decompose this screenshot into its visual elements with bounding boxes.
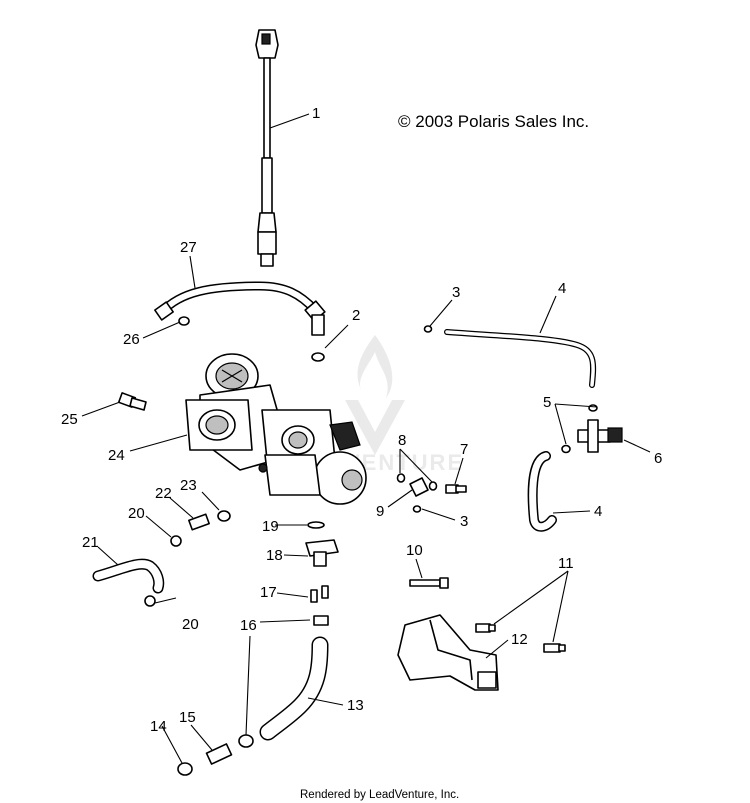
- callout-14: 14: [150, 718, 167, 735]
- part-27-oil-line: [154, 281, 326, 336]
- callout-16: 16: [240, 617, 257, 634]
- callout-2: 2: [352, 307, 360, 324]
- callout-23: 23: [180, 477, 197, 494]
- callout-5: 5: [543, 394, 551, 411]
- callout-8: 8: [398, 432, 406, 449]
- callout-24: 24: [108, 447, 125, 464]
- part-2-washer: [311, 352, 325, 362]
- part-16-clamp-lower: [238, 734, 254, 748]
- part-7-bolt: [445, 484, 467, 494]
- part-5-clamp-b: [588, 404, 598, 412]
- part-26-washer: [178, 316, 190, 326]
- leader-lines: [81, 113, 651, 764]
- part-15-fitting: [205, 743, 233, 765]
- part-14-o-ring: [177, 762, 193, 776]
- part-25-sensor: [117, 392, 147, 411]
- part-3-fitting-lower: [412, 505, 422, 513]
- turbocharger-assembly: [185, 353, 367, 505]
- callout-18: 18: [266, 547, 283, 564]
- callout-4-upper: 4: [558, 280, 566, 297]
- footer-credit: Rendered by LeadVenture, Inc.: [300, 789, 459, 801]
- callout-13: 13: [347, 697, 364, 714]
- part-18-flange: [305, 539, 339, 567]
- callout-17: 17: [260, 584, 277, 601]
- callout-19: 19: [262, 518, 279, 535]
- callout-11: 11: [558, 555, 574, 572]
- callout-22: 22: [155, 485, 172, 502]
- callout-4-lower: 4: [594, 503, 602, 520]
- callout-20-lower: 20: [182, 616, 199, 633]
- part-3-fitting: [423, 325, 433, 333]
- part-5-clamp: [561, 444, 571, 454]
- part-21-hose: [92, 558, 165, 594]
- callout-7: 7: [460, 441, 468, 458]
- callout-15: 15: [179, 709, 196, 726]
- part-4-hose-lower: [527, 451, 557, 532]
- copyright-text: © 2003 Polaris Sales Inc.: [398, 112, 589, 131]
- part-8-washer-a: [396, 473, 406, 483]
- part-10-bolt: [409, 577, 449, 589]
- callout-21: 21: [82, 534, 99, 551]
- part-9-banjo-fitting: [409, 477, 429, 497]
- part-4-hose-upper: [444, 329, 597, 388]
- part-16-clamp-upper: [313, 615, 329, 626]
- callout-6: 6: [654, 450, 662, 467]
- callout-12: 12: [511, 631, 528, 648]
- part-6-valve: [577, 419, 623, 453]
- callout-1: 1: [312, 105, 320, 122]
- part-11-bolt-a: [475, 623, 496, 633]
- callout-3-lower: 3: [460, 513, 468, 530]
- part-12-bracket: [397, 614, 499, 691]
- part-13-hose: [259, 636, 329, 741]
- part-17-bolts: [310, 585, 329, 603]
- part-23-o-ring: [217, 510, 231, 522]
- part-22-fitting: [188, 513, 210, 531]
- callout-3-upper: 3: [452, 284, 460, 301]
- part-20-clamp-a: [170, 535, 182, 547]
- callout-9: 9: [376, 503, 384, 520]
- part-1-oxygen-sensor: [255, 29, 279, 267]
- callout-26: 26: [123, 331, 140, 348]
- callout-labels: 1 2 3 3 4 4 5 6 7 8 9 10 11 12 13 14 15 …: [61, 105, 662, 735]
- callout-27: 27: [180, 239, 197, 256]
- callout-25: 25: [61, 411, 78, 428]
- callout-10: 10: [406, 542, 423, 559]
- callout-20-upper: 20: [128, 505, 145, 522]
- part-11-bolt-b: [543, 643, 566, 653]
- part-19-gasket: [307, 521, 325, 529]
- part-20-clamp-b: [144, 595, 156, 607]
- part-8-washer-b: [428, 481, 438, 491]
